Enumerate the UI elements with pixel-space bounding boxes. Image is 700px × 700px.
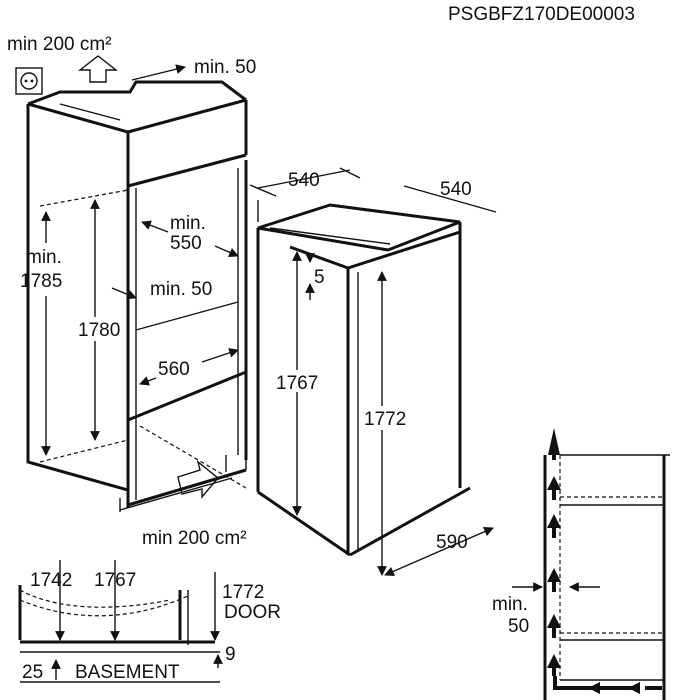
niche-drawing: min 200 cm² min. 50 min. 1785 (7, 34, 256, 549)
body-height-label: 1767 (276, 373, 318, 394)
appliance-drawing: 540 540 5 1767 1772 590 (249, 167, 497, 576)
min-depth-value: 550 (170, 233, 202, 254)
min-depth-prefix: min. (170, 213, 206, 234)
bottom-vent-label: min 200 cm² (142, 528, 247, 549)
door-height-label: 1772 (364, 409, 406, 430)
appliance-width-label: 540 (288, 170, 320, 191)
back-gap-label: min. 50 (150, 279, 212, 300)
height-1742: 1742 (30, 570, 72, 591)
top-vent-label: min 200 cm² (7, 34, 112, 55)
socket-icon (15, 67, 43, 95)
document-code: PSGBFZ170DE00003 (448, 4, 635, 25)
vent-gap-prefix: min. (492, 594, 528, 615)
airflow-arrow-icon (77, 55, 119, 83)
airflow-arrow-icon (177, 460, 219, 499)
inner-height-label: 1780 (78, 320, 120, 341)
top-gap-label: min. 50 (194, 57, 256, 78)
gap-label: 5 (314, 267, 325, 288)
basement-label: BASEMENT (75, 662, 180, 683)
ventilation-drawing: min. 50 (492, 428, 670, 700)
min-height-prefix: min. (26, 247, 62, 268)
airflow-arrow-icon (548, 428, 560, 455)
min-height-value: 1785 (20, 271, 62, 292)
vent-gap-value: 50 (508, 616, 529, 637)
plinth-label: 9 (225, 644, 236, 665)
appliance-depth-label: 540 (440, 179, 472, 200)
niche-width-label: 560 (158, 359, 190, 380)
height-1772: 1772 (222, 582, 264, 603)
door-profile-drawing: 1742 1767 1772 DOOR 25 BASEMENT 9 (18, 560, 281, 683)
door-label: DOOR (224, 602, 281, 623)
bottom-gap-label: 25 (22, 662, 43, 683)
open-depth-label: 590 (436, 532, 468, 553)
